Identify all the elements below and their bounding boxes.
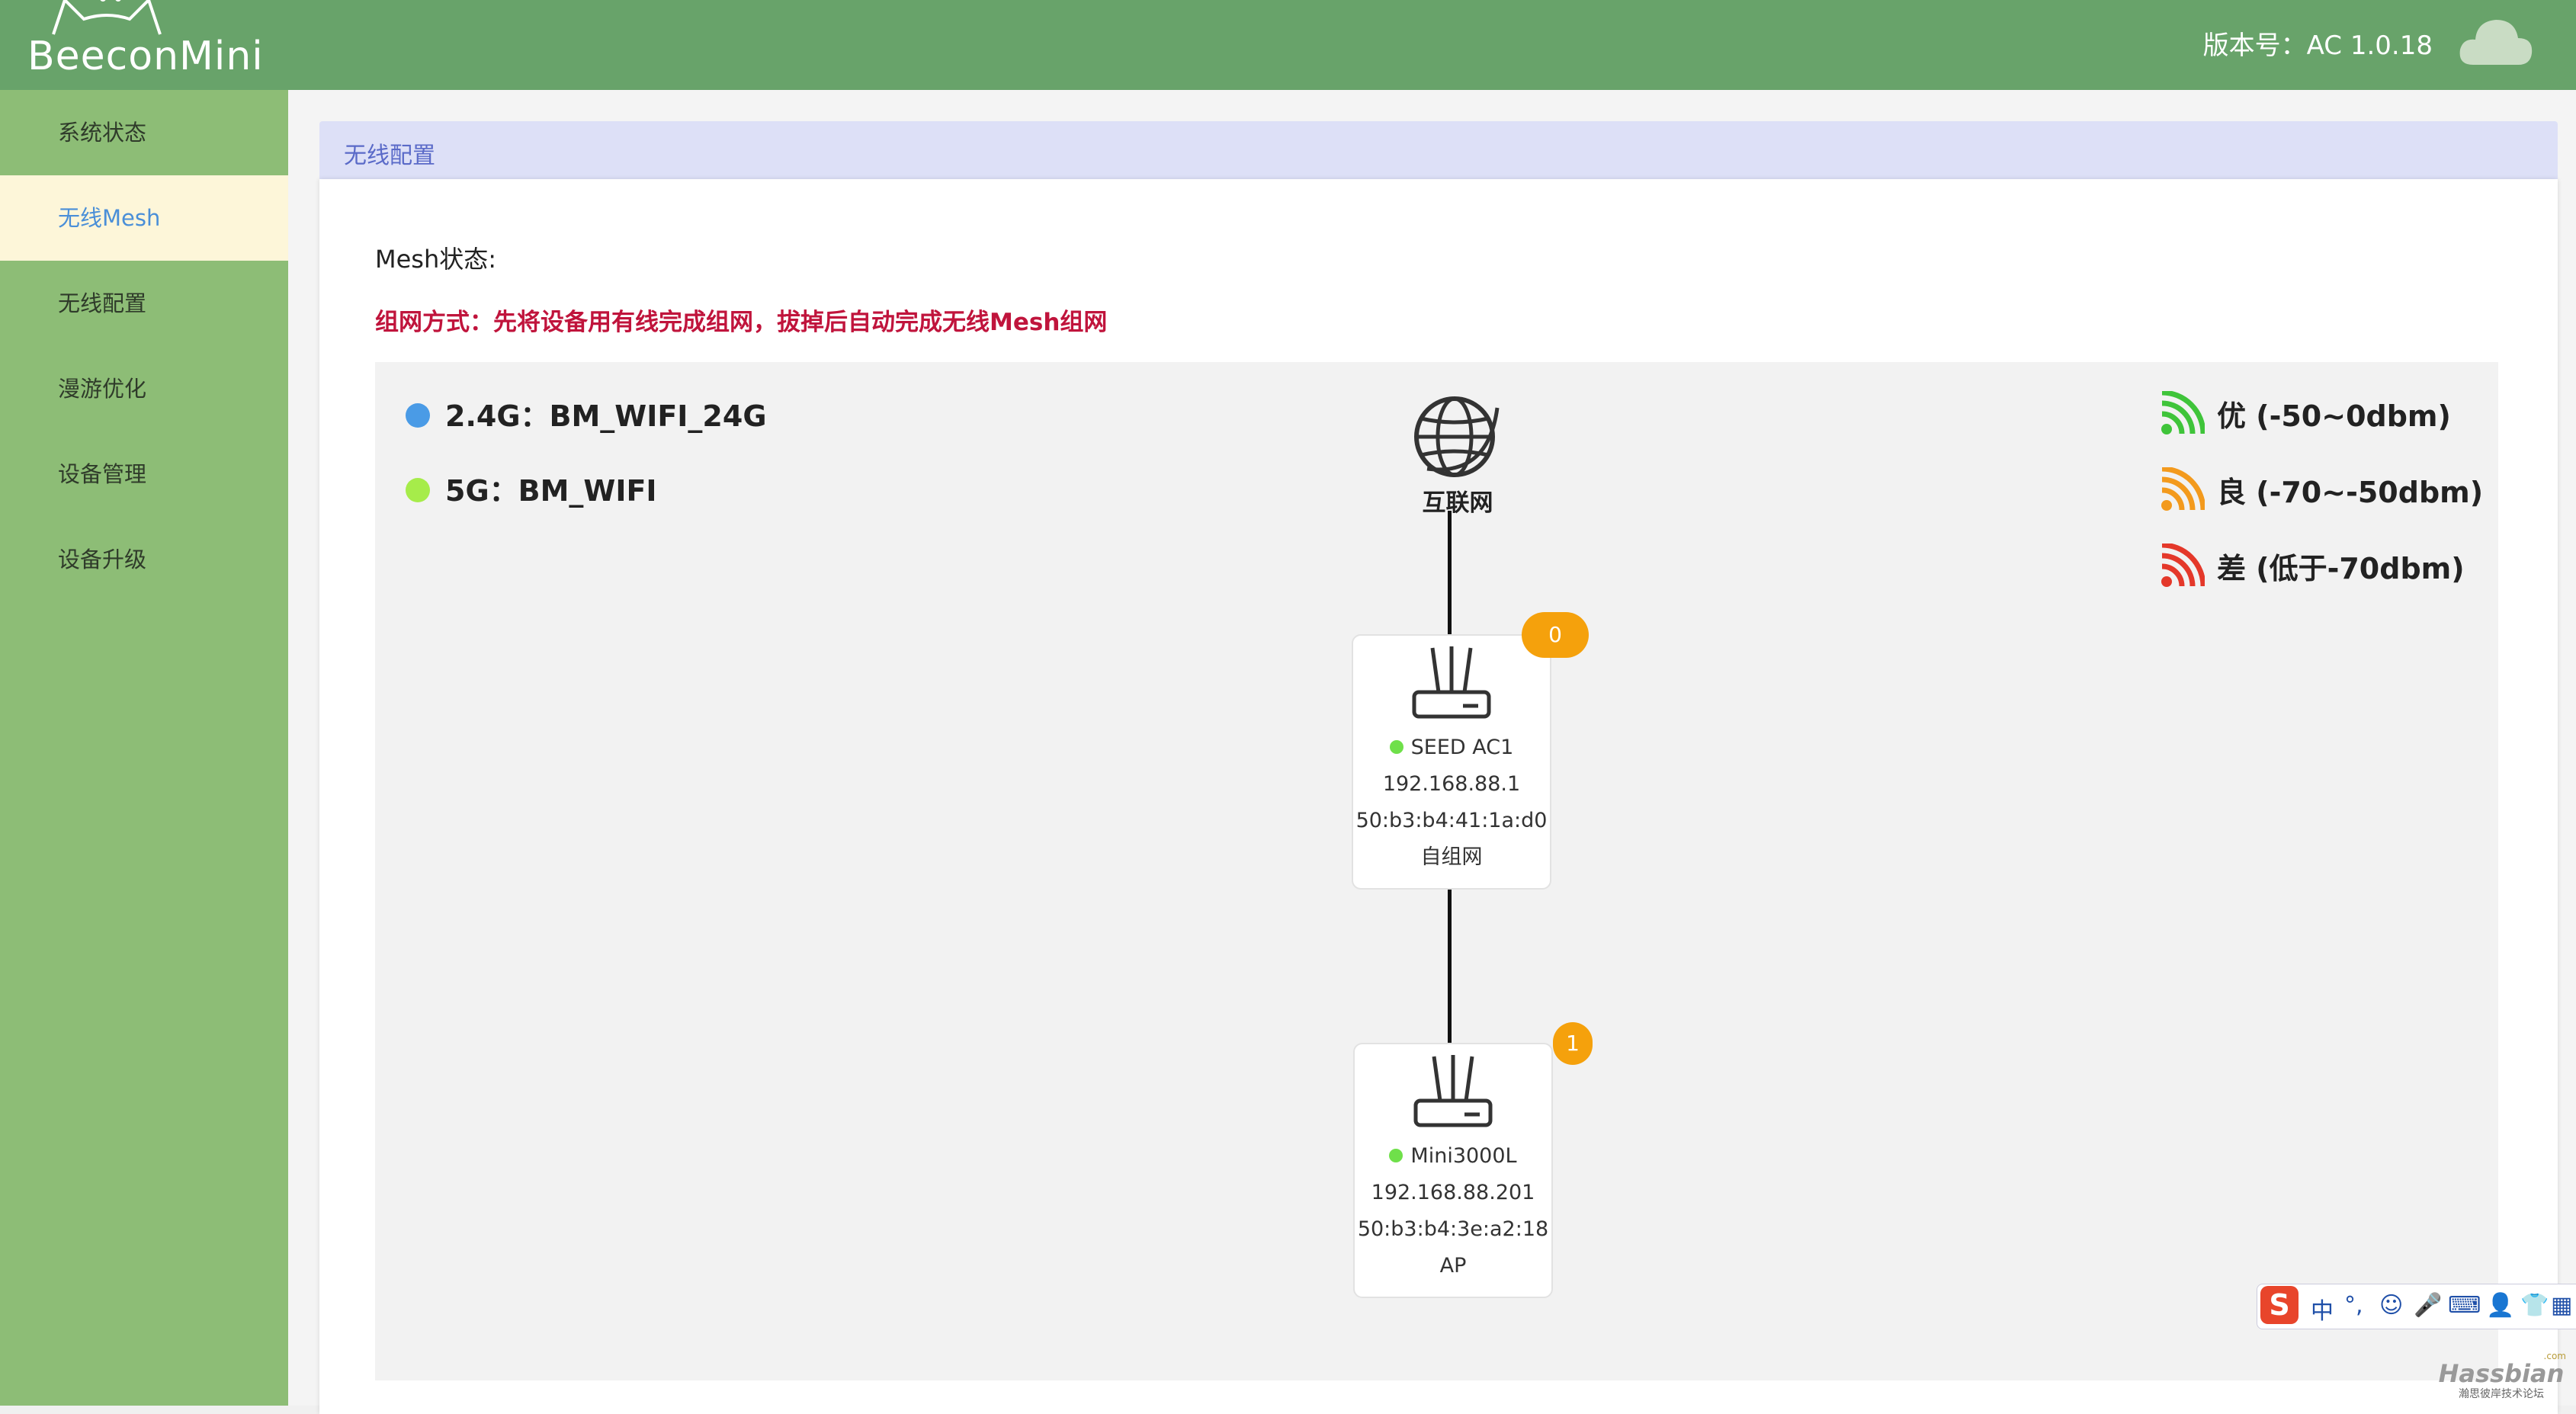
ime-chinese-mode[interactable]: 中 bbox=[2311, 1298, 2334, 1325]
watermark-sub: 瀚思彼岸技术论坛 bbox=[2459, 1388, 2544, 1400]
panel-header: 无线配置 bbox=[319, 121, 2558, 179]
legend-band-24g-label: 2.4G：BM_WIFI_24G bbox=[445, 399, 767, 433]
mesh-setup-note: 组网方式：先将设备用有线完成组网，拔掉后自动完成无线Mesh组网 bbox=[375, 309, 1108, 336]
svg-text:S: S bbox=[2269, 1288, 2289, 1322]
node-name-row: SEED AC1 bbox=[1353, 729, 1550, 766]
signal-good-label: 优 (-50~0dbm) bbox=[2217, 399, 2451, 433]
node-mode: AP bbox=[1439, 1254, 1467, 1278]
microphone-icon[interactable]: 🎤 bbox=[2414, 1292, 2443, 1319]
grid-menu-icon[interactable]: ▦ bbox=[2551, 1292, 2573, 1319]
sidebar-nav: 系统状态 无线Mesh 无线配置 漫游优化 设备管理 设备升级 bbox=[0, 90, 288, 602]
globe-icon bbox=[1414, 396, 1500, 477]
internet-label: 互联网 bbox=[1422, 489, 1493, 517]
status-online-icon bbox=[1389, 1148, 1403, 1162]
top-bar: 版本号：AC 1.0.18 bbox=[288, 0, 2576, 90]
node-ip: 192.168.88.201 bbox=[1371, 1181, 1535, 1204]
signal-legend-fair: 良 (-70~-50dbm) bbox=[2159, 466, 2484, 518]
wifi-signal-red-icon bbox=[2161, 542, 2206, 587]
legend-band-24g: 2.4G：BM_WIFI_24G bbox=[406, 393, 767, 434]
signal-poor-label: 差 (低于-70dbm) bbox=[2217, 552, 2465, 585]
ime-toolbar[interactable]: S 中 °, ☺ 🎤 ⌨ 👤 👕 ▦ bbox=[2257, 1284, 2576, 1329]
topology-canvas: 2.4G：BM_WIFI_24G 5G：BM_WIFI 优 (-50~0dbm) bbox=[375, 362, 2498, 1380]
sidebar-item-device-management[interactable]: 设备管理 bbox=[58, 461, 147, 487]
link-line bbox=[1448, 511, 1452, 656]
sidebar-item-roaming[interactable]: 漫游优化 bbox=[58, 376, 147, 402]
sidebar-item-wireless-mesh[interactable]: 无线Mesh bbox=[0, 175, 288, 261]
sidebar-item-wireless-config[interactable]: 无线配置 bbox=[58, 290, 147, 316]
watermark-tld: .com bbox=[2543, 1351, 2566, 1361]
status-online-icon bbox=[1389, 739, 1403, 754]
user-icon[interactable]: 👤 bbox=[2486, 1292, 2515, 1319]
sogou-logo-icon[interactable]: S bbox=[2257, 1283, 2302, 1327]
node-name: Mini3000L bbox=[1410, 1144, 1517, 1168]
logo: BeeconMini bbox=[0, 0, 288, 90]
sidebar-item-system-status[interactable]: 系统状态 bbox=[58, 120, 147, 146]
watermark-text: Hassbian bbox=[2438, 1359, 2565, 1388]
mesh-node-mini3000l[interactable]: Mini3000L 192.168.88.201 50:b3:b4:3e:a2:… bbox=[1353, 1043, 1553, 1298]
legend-band-5g-label: 5G：BM_WIFI bbox=[445, 474, 657, 508]
internet-node[interactable]: 互联网 bbox=[1393, 393, 1522, 518]
mesh-panel: Mesh状态: 组网方式：先将设备用有线完成组网，拔掉后自动完成无线Mesh组网… bbox=[319, 179, 2558, 1414]
mesh-status-label: Mesh状态: bbox=[375, 245, 497, 274]
version-label: 版本号：AC 1.0.18 bbox=[2202, 30, 2433, 61]
signal-legend-good: 优 (-50~0dbm) bbox=[2159, 390, 2451, 441]
wifi-signal-green-icon bbox=[2161, 390, 2206, 434]
sidebar-item-device-upgrade[interactable]: 设备升级 bbox=[58, 547, 147, 572]
signal-legend-poor: 差 (低于-70dbm) bbox=[2159, 542, 2465, 594]
cat-logo-icon bbox=[52, 0, 162, 35]
node-mac: 50:b3:b4:41:1a:d0 bbox=[1355, 809, 1548, 832]
router-icon bbox=[1412, 646, 1491, 719]
emoji-icon[interactable]: ☺ bbox=[2379, 1292, 2404, 1319]
watermark: .com Hassbian 瀚思彼岸技术论坛 bbox=[2436, 1351, 2566, 1401]
green-dot-icon bbox=[406, 477, 430, 502]
node-badge: 1 bbox=[1553, 1022, 1593, 1065]
node-badge: 0 bbox=[1522, 612, 1589, 658]
main-content: 无线配置 Mesh状态: 组网方式：先将设备用有线完成组网，拔掉后自动完成无线M… bbox=[288, 90, 2576, 1414]
logo-text: BeeconMini bbox=[27, 34, 264, 79]
sidebar: BeeconMini 系统状态 无线Mesh 无线配置 漫游优化 设备管理 设备… bbox=[0, 0, 288, 1406]
node-name: SEED AC1 bbox=[1410, 736, 1514, 759]
panel-title: 无线配置 bbox=[344, 143, 435, 169]
node-name-row: Mini3000L bbox=[1355, 1138, 1551, 1175]
shirt-icon[interactable]: 👕 bbox=[2520, 1292, 2549, 1319]
mesh-node-seed[interactable]: SEED AC1 192.168.88.1 50:b3:b4:41:1a:d0 … bbox=[1352, 634, 1551, 890]
link-line bbox=[1448, 887, 1452, 1058]
wifi-signal-orange-icon bbox=[2161, 466, 2206, 511]
ime-punctuation[interactable]: °, bbox=[2344, 1292, 2363, 1319]
node-mac: 50:b3:b4:3e:a2:18 bbox=[1357, 1217, 1549, 1241]
keyboard-icon[interactable]: ⌨ bbox=[2448, 1292, 2481, 1319]
node-mode: 自组网 bbox=[1420, 845, 1483, 869]
signal-fair-label: 良 (-70~-50dbm) bbox=[2217, 476, 2484, 509]
cloud-icon[interactable] bbox=[2454, 8, 2538, 76]
blue-dot-icon bbox=[406, 402, 430, 428]
router-icon bbox=[1413, 1055, 1493, 1127]
node-ip: 192.168.88.1 bbox=[1382, 772, 1521, 796]
legend-band-5g: 5G：BM_WIFI bbox=[406, 467, 657, 509]
